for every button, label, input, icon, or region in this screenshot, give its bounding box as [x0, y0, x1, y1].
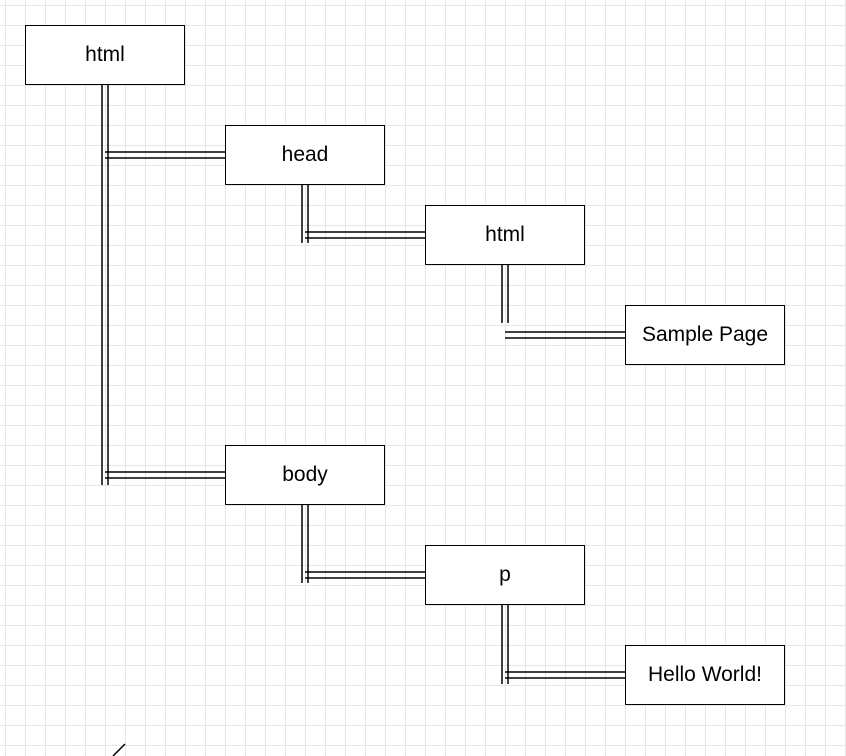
node-html-root[interactable]: html — [25, 25, 185, 85]
connector-head-title[interactable] — [301, 185, 425, 243]
pencil-cursor-icon — [112, 743, 126, 756]
node-title[interactable]: html — [425, 205, 585, 265]
connector-title-text[interactable] — [501, 265, 625, 339]
connector-html-body[interactable] — [105, 471, 225, 479]
node-head[interactable]: head — [225, 125, 385, 185]
node-p-text[interactable]: Hello World! — [625, 645, 785, 705]
node-p[interactable]: p — [425, 545, 585, 605]
node-title-text[interactable]: Sample Page — [625, 305, 785, 365]
connector-html-head[interactable] — [101, 85, 225, 485]
connector-body-p[interactable] — [301, 505, 425, 583]
node-body[interactable]: body — [225, 445, 385, 505]
connector-p-text[interactable] — [501, 605, 625, 684]
